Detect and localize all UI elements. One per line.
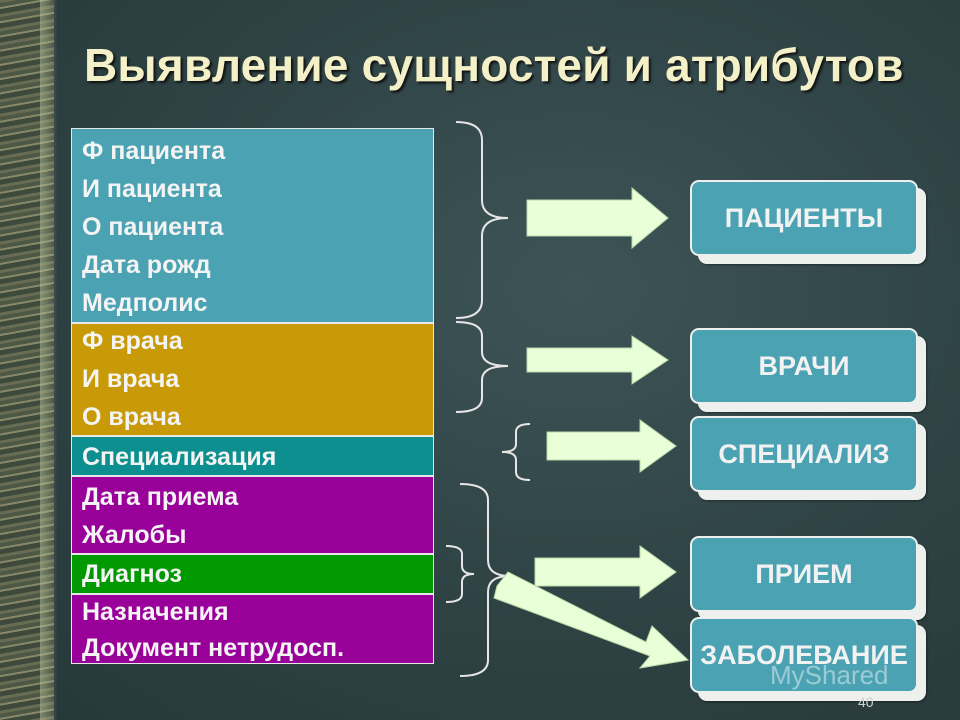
attribute-item: Диагноз (82, 560, 182, 588)
attribute-item: Медполис (82, 289, 208, 317)
arrow-to-visit (534, 545, 677, 599)
diagnosis-attributes-group: Диагноз (71, 554, 434, 594)
attribute-item: Ф пациента (82, 137, 226, 165)
brace-specialization (501, 423, 531, 481)
arrow-to-patients (526, 186, 669, 250)
attribute-item: Специализация (82, 443, 277, 471)
arrow-to-doctors (526, 335, 669, 385)
attribute-item: Ф врача (82, 327, 183, 355)
page-number: 40 (858, 694, 874, 710)
entity-visit: ПРИЕМ (690, 536, 918, 612)
attribute-item: Назначения (82, 598, 229, 626)
attribute-item: Документ нетрудосп. (82, 634, 345, 662)
slide-title: Выявление сущностей и атрибутов (84, 39, 904, 91)
prescription-attributes-group: Назначения Документ нетрудосп. (71, 594, 434, 664)
attribute-item: Дата приема (82, 483, 239, 511)
entity-disease: ЗАБОЛЕВАНИЕ (690, 617, 918, 693)
brace-diagnosis (445, 545, 475, 603)
specialization-attributes-group: Специализация (71, 436, 434, 476)
arrow-to-specialization (546, 419, 677, 473)
decorative-strip-edge (40, 0, 58, 720)
brace-patient (455, 121, 509, 319)
attribute-item: И пациента (82, 175, 222, 203)
patient-attributes-group: Ф пациента И пациента О пациента Дата ро… (71, 128, 434, 323)
attribute-item: О пациента (82, 213, 224, 241)
brace-doctor (455, 321, 509, 413)
visit-attributes-group: Дата приема Жалобы (71, 476, 434, 554)
watermark-logo: MyShared (770, 660, 889, 690)
attribute-item: И врача (82, 365, 180, 393)
entity-doctors: ВРАЧИ (690, 328, 918, 404)
entity-patients: ПАЦИЕНТЫ (690, 180, 918, 256)
attribute-item: Дата рожд (82, 251, 211, 279)
arrow-to-disease (493, 571, 690, 669)
entity-specialization: СПЕЦИАЛИЗ (690, 416, 918, 492)
attribute-item: О врача (82, 403, 181, 431)
attribute-item: Жалобы (82, 521, 187, 549)
doctor-attributes-group: Ф врача И врача О врача (71, 323, 434, 436)
